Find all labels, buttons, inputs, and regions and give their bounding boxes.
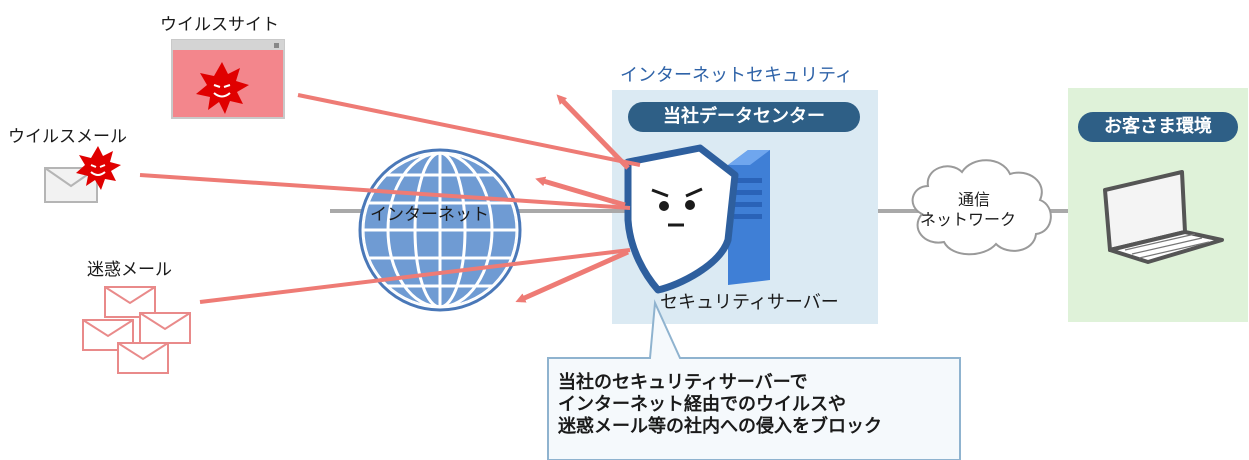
callout-bubble [547,299,961,460]
blocked-arrow-2 [535,176,626,208]
blocked-arrow-1 [556,94,630,170]
security-server-label: セキュリティサーバー [660,292,839,313]
virus-icon [196,62,249,114]
blocked-arrow-3 [515,249,630,303]
virus-mail-envelope-icon [44,146,121,203]
virus-site-window-icon [171,39,285,119]
threat-line-virus-mail [139,173,631,210]
server-icon [728,150,770,285]
customer-environment-badge: お客さま環境 [1078,112,1238,142]
internet-security-title: インターネットセキュリティ [620,65,853,86]
callout-text: 当社のセキュリティサーバーで インターネット経由でのウイルスや 迷惑メール等の社… [558,372,882,438]
internet-label: インターネット [370,205,489,225]
threat-line-virus-site [297,93,641,167]
spam-mail-label: 迷惑メール [87,260,172,280]
internet-globe-icon [358,148,522,312]
callout-line-2: インターネット経由でのウイルスや [558,394,846,415]
network-label-line2: ネットワーク [920,210,1017,229]
virus-site-label: ウイルスサイト [160,15,279,35]
laptop-icon [1103,170,1224,264]
spam-mail-stack-icon [82,286,191,374]
threat-line-spam [199,248,631,304]
virus-mail-label: ウイルスメール [8,127,127,147]
callout-line-1: 当社のセキュリティサーバーで [558,372,808,393]
datacenter-badge: 当社データセンター [628,102,860,132]
virus-icon [76,146,121,190]
network-cloud-icon [911,159,1052,256]
security-shield-icon [624,144,739,294]
network-label-line1: 通信 [958,190,991,209]
callout-line-3: 迷惑メール等の社内への侵入をブロック [558,416,882,437]
